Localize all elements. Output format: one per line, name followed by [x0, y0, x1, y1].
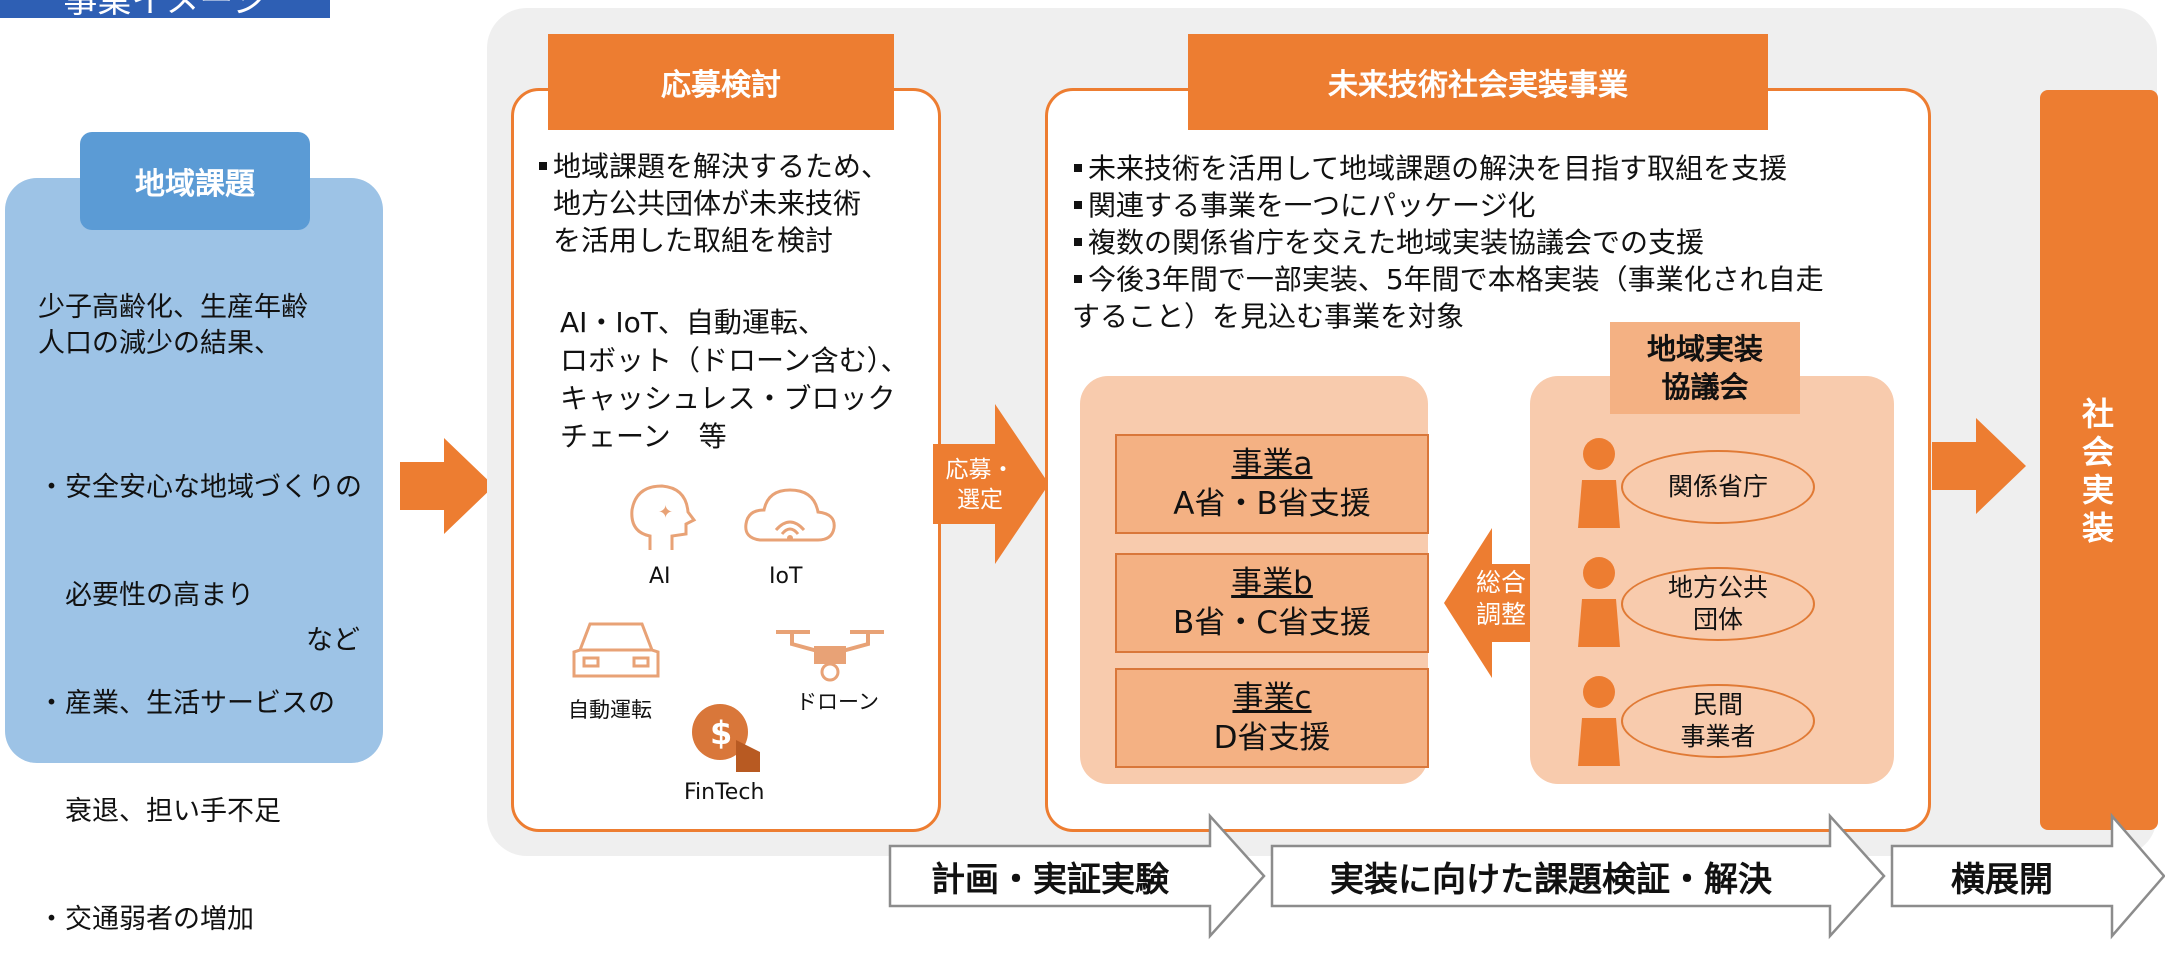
- stage-verification: 実装に向けた課題検証・解決: [1330, 859, 1772, 900]
- ai-icon: ✦: [630, 484, 697, 550]
- iot-label: IoT: [769, 564, 803, 589]
- car-label: 自動運転: [568, 698, 652, 722]
- list-item: ・交通弱者の増加: [38, 904, 254, 935]
- stage-arrows: [888, 812, 2165, 940]
- list-item: 関連する事業を一つにパッケージ化: [1072, 187, 1824, 224]
- stage-rollout: 横展開: [1951, 859, 2053, 900]
- project-b: 事業b B省・C省支援: [1115, 553, 1429, 653]
- drone-label: ドローン: [796, 690, 879, 714]
- list-item: ・産業、生活サービスの: [38, 688, 335, 719]
- select-arrow-label: 応募・ 選定: [945, 457, 1015, 513]
- ai-label: AI: [649, 564, 671, 589]
- coordination-arrow: [1444, 528, 1550, 678]
- list-item: 未来技術を活用して地域課題の解決を目指す取組を支援: [1072, 150, 1824, 187]
- svg-text:$: $: [710, 714, 732, 752]
- list-item: 衰退、担い手不足: [38, 796, 281, 827]
- coordination-label: 総合 調整: [1476, 568, 1527, 629]
- chiiki-etc: など: [306, 625, 360, 656]
- chiiki-heading: 地域課題: [80, 132, 310, 230]
- oubo-bullets: 地域課題を解決するため、 地方公共団体が未来技術 を活用した取組を検討: [537, 148, 889, 259]
- right-arrow-1: [400, 438, 494, 534]
- header-title: 事業イメージ: [63, 0, 266, 18]
- chiiki-panel: [5, 178, 383, 763]
- member-ministries: 関係省庁: [1621, 450, 1815, 524]
- list-item: 地域課題を解決するため、 地方公共団体が未来技術 を活用した取組を検討: [537, 148, 889, 259]
- project-a: 事業a A省・B省支援: [1115, 434, 1429, 534]
- project-c: 事業c D省支援: [1115, 668, 1429, 768]
- drone-icon: [776, 630, 884, 682]
- person-icon: [1578, 438, 1620, 528]
- list-item: 今後3年間で一部実装、5年間で本格実装（事業化され自走: [1072, 261, 1824, 298]
- chiiki-list: ・安全安心な地域づくりの 必要性の高まり ・産業、生活サービスの 衰退、担い手不…: [38, 398, 362, 974]
- select-arrow: [933, 404, 1049, 564]
- car-icon: [572, 622, 660, 678]
- list-item: 複数の関係省庁を交えた地域実装協議会での支援: [1072, 224, 1824, 261]
- member-private: 民間 事業者: [1621, 684, 1815, 758]
- list-item: ・安全安心な地域づくりの: [38, 472, 362, 503]
- list-item: 必要性の高まり: [38, 580, 254, 611]
- header-tab: 事業イメージ: [0, 0, 330, 18]
- oubo-tech-text: AI・IoT、自動運転、 ロボット（ドローン含む）、 キャッシュレス・ブロック …: [560, 306, 909, 453]
- council-heading: 地域実装 協議会: [1610, 322, 1800, 414]
- shakai-jisso-bar: [2040, 90, 2158, 830]
- mirai-heading: 未来技術社会実装事業: [1188, 34, 1768, 130]
- oubo-heading: 応募検討: [548, 34, 894, 130]
- person-icon: [1578, 676, 1620, 766]
- stage-planning: 計画・実証実験: [931, 859, 1169, 900]
- chiiki-lead: 少子高齢化、生産年齢 人口の減少の結果、: [38, 292, 308, 359]
- mirai-bullet-cont: すること）を見込む事業を対象: [1072, 300, 1465, 333]
- fintech-label: FinTech: [684, 780, 765, 805]
- right-arrow-3: [1932, 418, 2026, 514]
- mirai-bullets: 未来技術を活用して地域課題の解決を目指す取組を支援 関連する事業を一つにパッケー…: [1072, 150, 1824, 298]
- iot-cloud-icon: [744, 488, 836, 542]
- fintech-icon: $: [692, 704, 760, 772]
- svg-text:✦: ✦: [658, 502, 673, 523]
- person-icon: [1578, 557, 1620, 647]
- shakai-jisso-label: 社会実装: [2082, 395, 2115, 547]
- member-local-gov: 地方公共 団体: [1621, 567, 1815, 641]
